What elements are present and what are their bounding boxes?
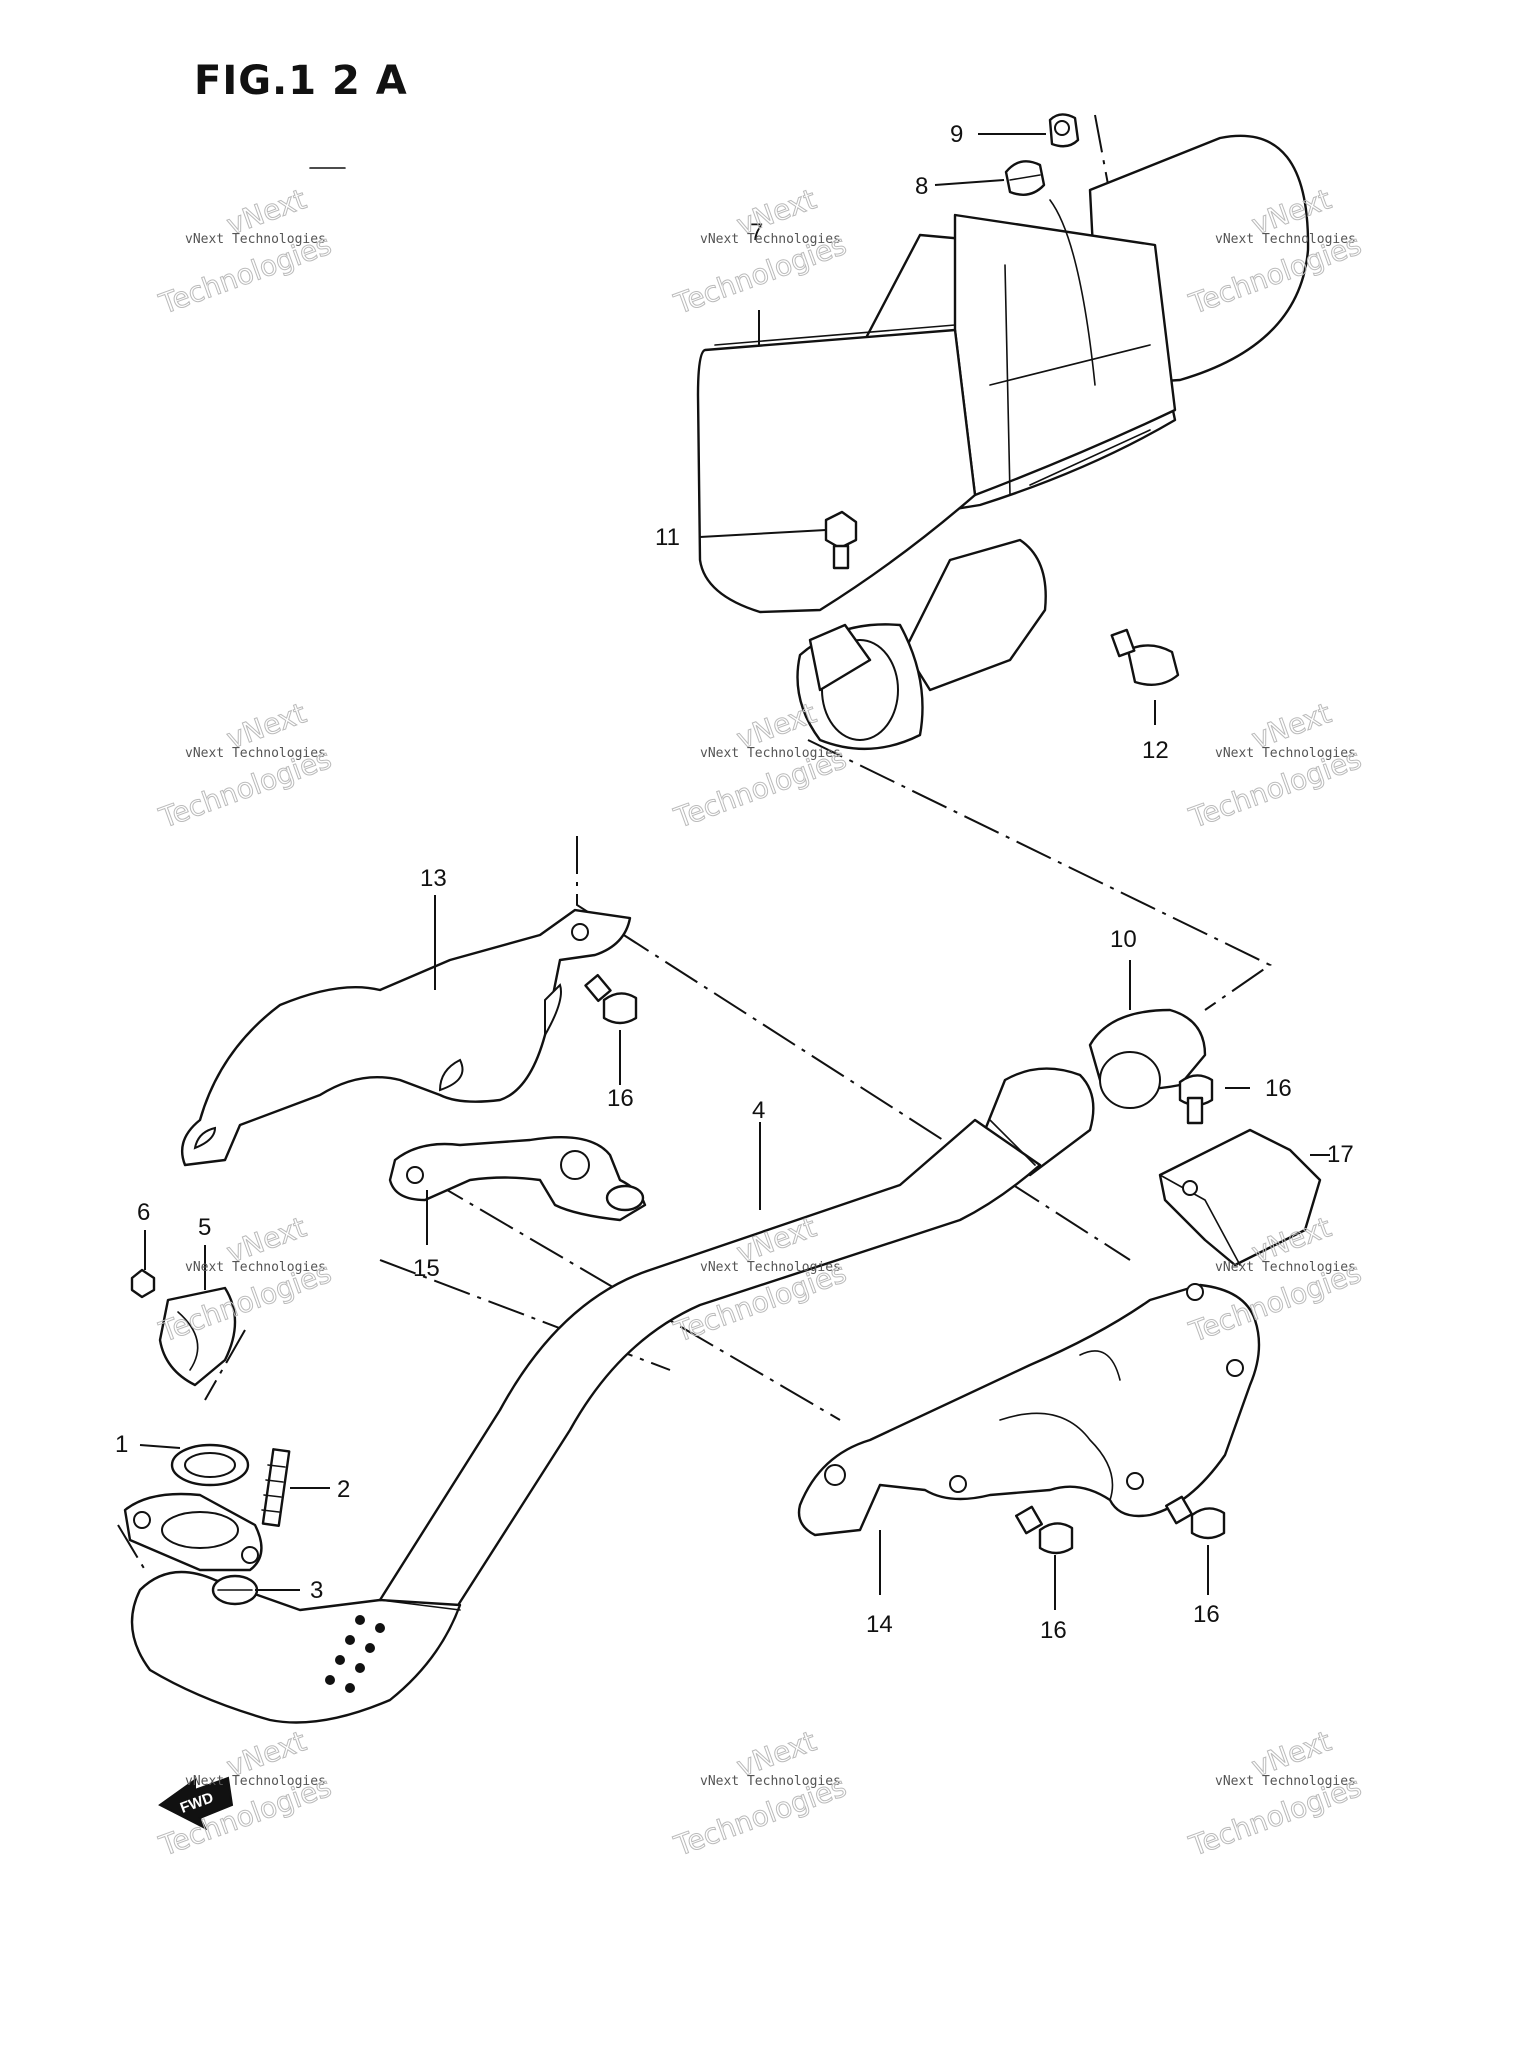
svg-text:vNext Technologies: vNext Technologies: [700, 232, 841, 247]
forward-arrow-icon: FWD: [158, 1776, 234, 1831]
bolt-16-d: [1165, 1495, 1226, 1540]
svg-text:vNext Technologies: vNext Technologies: [185, 746, 326, 761]
callout-16-c: 16: [1040, 1617, 1067, 1644]
bolt-6: [130, 1268, 156, 1299]
leader-lines: [139, 133, 1330, 1610]
svg-text:vNext Technologies: vNext Technologies: [185, 1260, 326, 1275]
callout-16-d: 16: [1193, 1601, 1220, 1628]
callout-3: 3: [310, 1577, 323, 1604]
svg-text:vNext Technologies: vNext Technologies: [1215, 232, 1356, 247]
callout-15: 15: [413, 1255, 440, 1282]
bolt-16-c: [1015, 1505, 1074, 1555]
bolt-12: [1110, 628, 1180, 686]
bolt-16-b: [1178, 1074, 1214, 1125]
protector-5: [158, 1286, 237, 1387]
heat-shield-holes: [325, 1615, 385, 1693]
svg-text:vNext Technologies: vNext Technologies: [700, 1260, 841, 1275]
callout-9: 9: [950, 121, 963, 148]
joint-pipe-10: [1088, 1008, 1207, 1109]
callout-5: 5: [198, 1214, 211, 1241]
callout-10: 10: [1110, 926, 1137, 953]
svg-text:vNext Technologies: vNext Technologies: [700, 1774, 841, 1789]
callout-2: 2: [337, 1476, 350, 1503]
callout-11: 11: [655, 524, 680, 551]
bracket-13: [180, 908, 632, 1167]
callout-13: 13: [420, 865, 447, 892]
exhaust-pipe-4: [130, 1067, 1095, 1724]
bolt-11: [824, 510, 858, 570]
muffler: [696, 134, 1310, 614]
watermark-tile-11: vNext vNext Technologies Technologies: [669, 1724, 851, 1863]
callout-4: 4: [752, 1097, 765, 1124]
stud-2: [261, 1448, 291, 1527]
watermark-tile-2: vNext vNext Technologies Technologies: [669, 182, 851, 321]
svg-text:vNext Technologies: vNext Technologies: [1215, 1774, 1356, 1789]
figure-title: FIG.1 2 A: [194, 58, 408, 104]
callout-16-b: 16: [1265, 1075, 1292, 1102]
svg-text:vNext Technologies: vNext Technologies: [1215, 1260, 1356, 1275]
callout-8: 8: [915, 173, 928, 200]
gasket-1: [170, 1443, 250, 1487]
watermark-tile-12: vNext vNext Technologies Technologies: [1184, 1724, 1366, 1863]
muffler-outlet: [796, 538, 1047, 751]
callout-14: 14: [866, 1611, 893, 1638]
exhaust-flange: [123, 1492, 263, 1572]
bolt-16-a: [584, 973, 638, 1025]
svg-text:vNext Technologies: vNext Technologies: [185, 1774, 326, 1789]
heat-shield-14: [797, 1283, 1261, 1537]
watermark-tile-7: vNext vNext Technologies Technologies: [154, 1210, 336, 1349]
svg-text:vNext Technologies: vNext Technologies: [185, 232, 326, 247]
nut-9: [1048, 113, 1080, 148]
cover-17: [1158, 1128, 1322, 1267]
callout-17: 17: [1327, 1141, 1354, 1168]
callout-7: 7: [750, 219, 763, 246]
bushing-8: [1004, 160, 1046, 196]
watermark-tile-1: vNext vNext Technologies Technologies: [154, 182, 336, 321]
callout-12: 12: [1142, 737, 1169, 764]
watermark-tile-6: vNext vNext Technologies Technologies: [1184, 696, 1366, 835]
svg-text:vNext Technologies: vNext Technologies: [1215, 746, 1356, 761]
svg-text:vNext Technologies: vNext Technologies: [700, 746, 841, 761]
callout-6: 6: [137, 1199, 150, 1226]
bracket-15: [388, 1135, 647, 1222]
clamp-3: [211, 1574, 259, 1606]
callout-16-a: 16: [607, 1085, 634, 1112]
callout-1: 1: [115, 1431, 128, 1458]
callout-labels: 1 2 3 4 5 6 7 8 9 10 11 12 13 14 15 16 1…: [115, 121, 1354, 1644]
watermark-tile-4: vNext vNext Technologies Technologies: [154, 696, 336, 835]
